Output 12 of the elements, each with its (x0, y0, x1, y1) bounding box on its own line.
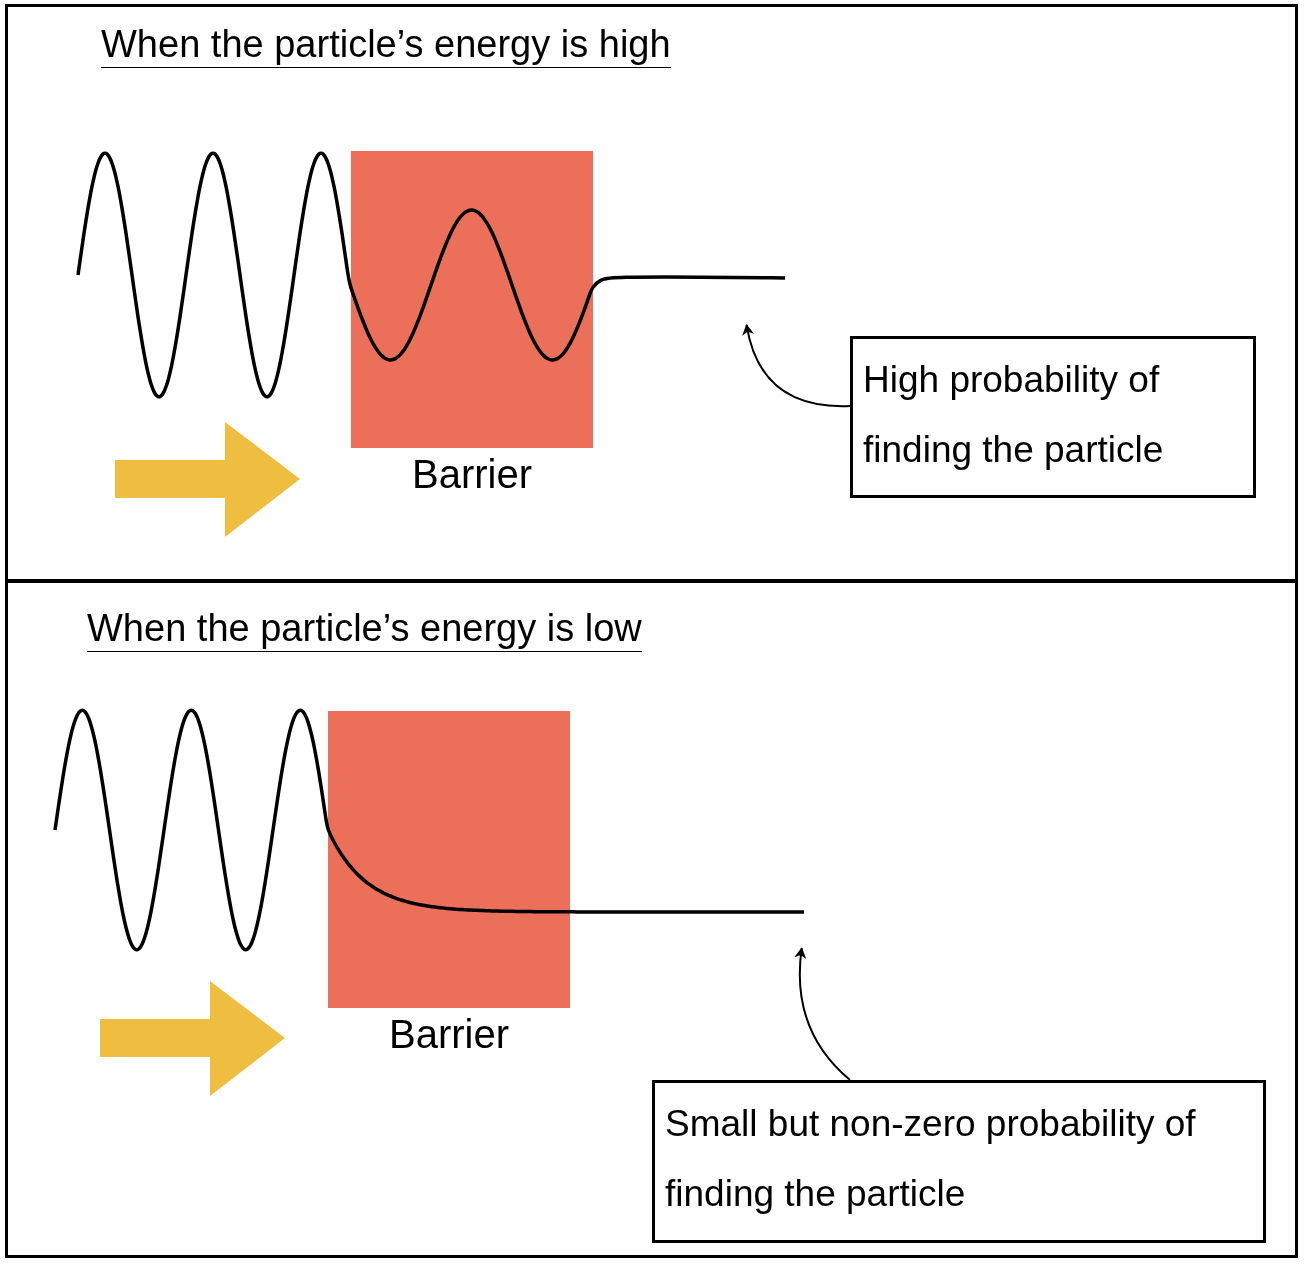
leader-arrow (794, 947, 851, 1081)
leader-arrow (742, 323, 851, 408)
barrier-label: Barrier (411, 452, 533, 497)
callout-box (850, 336, 1256, 498)
callout-box (652, 1080, 1266, 1243)
callout-text: High probability of finding the particle (863, 358, 1165, 472)
panel (5, 4, 1298, 582)
callout-text: Small but non-zero probability of finding the particle (665, 1102, 1197, 1216)
panel-heading: When the particle’s energy is low (87, 605, 642, 652)
barrier-label: Barrier (388, 1012, 510, 1057)
panel-heading: When the particle’s energy is high (101, 21, 671, 68)
panel (5, 580, 1298, 1258)
